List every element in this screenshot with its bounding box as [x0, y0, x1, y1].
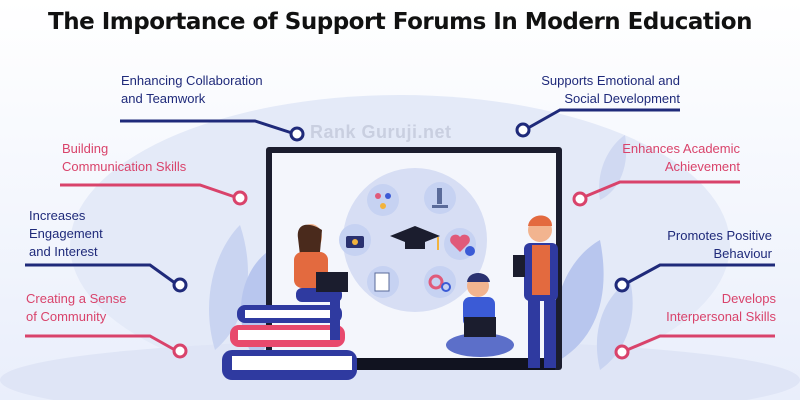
label-communication: Building Communication Skills — [62, 141, 187, 174]
label-academic-achievement: Enhances Academic Achievement — [622, 141, 740, 174]
leaf-right-icon — [554, 135, 633, 370]
label-positive-behaviour: Promotes Positive Behaviour — [667, 228, 772, 261]
student-boy-standing — [513, 215, 558, 368]
label-emotional-development: Supports Emotional and Social Developmen… — [541, 73, 680, 106]
label-community: Creating a Sense of Community — [26, 291, 127, 324]
student-boy-sitting — [446, 273, 514, 357]
graduation-cap-icon — [390, 226, 440, 250]
label-engagement: Increases Engagement and Interest — [29, 208, 103, 259]
money-bag-icon — [339, 224, 371, 256]
heart-health-icon — [444, 228, 476, 260]
microscope-icon — [424, 182, 456, 214]
leader-lines — [25, 108, 775, 360]
gears-icon — [424, 266, 456, 298]
page-title: The Importance of Support Forums In Mode… — [48, 9, 752, 35]
document-icon — [367, 266, 399, 298]
books-stack — [222, 305, 357, 380]
watermark: Rank Guruji.net — [310, 122, 452, 142]
student-girl — [294, 224, 348, 340]
palette-icon — [367, 184, 399, 216]
label-collaboration: Enhancing Collaboration and Teamwork — [121, 73, 263, 106]
label-interpersonal-skills: Develops Interpersonal Skills — [666, 291, 776, 324]
